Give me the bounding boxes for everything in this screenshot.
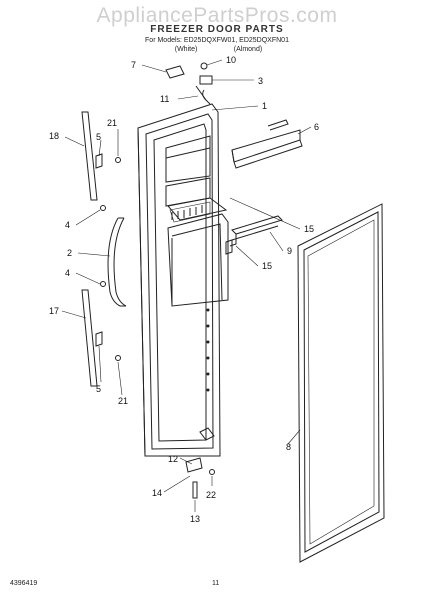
callout-5-upper: 5 [96,132,101,142]
door-bin [231,119,303,169]
callout-15-upper: 15 [304,224,314,234]
clips [95,153,103,347]
callout-13: 13 [190,514,200,524]
watermark: AppliancePartsPros.com [96,4,338,27]
callout-21-upper: 21 [107,118,117,128]
callout-17: 17 [49,306,59,316]
callout-1: 1 [262,101,267,111]
page-title: FREEZER DOOR PARTS [150,24,284,35]
door-gasket [297,203,385,563]
footer-page-number: 11 [212,580,220,587]
top-components [165,62,213,105]
shelf-rails [225,215,283,255]
callout-21-lower: 21 [118,396,128,406]
callout-4-lower: 4 [65,268,70,278]
dispenser-housing [167,213,229,307]
model-list: For Models: ED25DQXFW01, ED25DQXFN01 [145,37,289,44]
trim-strip-upper [81,111,98,201]
callout-15-lower: 15 [262,261,272,271]
callout-22: 22 [206,490,216,500]
callout-7: 7 [131,60,136,70]
door-handle [107,217,127,307]
variant-almond: (Almond) [233,46,263,53]
bottom-hinge [185,427,215,499]
callout-2: 2 [67,248,72,258]
callout-8: 8 [286,442,291,452]
callout-14: 14 [152,488,162,498]
callout-11: 11 [160,94,169,104]
door-panel [137,103,221,457]
callout-5-lower: 5 [96,384,101,394]
callout-18: 18 [49,131,59,141]
door-holes [206,308,210,392]
callout-labels: 7 10 3 11 1 6 18 5 21 4 2 4 17 5 21 15 9… [49,55,319,524]
trim-strip-lower [81,289,98,387]
leader-lines [61,59,312,512]
callout-10: 10 [226,55,236,65]
variant-white: (White) [174,46,198,53]
screws [100,157,121,361]
callout-3: 3 [258,76,263,86]
model-variants: (White) (Almond) [0,46,434,53]
door-shelves [165,135,228,223]
callout-9: 9 [287,246,292,256]
callout-6: 6 [314,122,319,132]
callout-12: 12 [168,454,178,464]
callout-4-upper: 4 [65,220,70,230]
footer-part-number: 4396419 [10,580,38,587]
